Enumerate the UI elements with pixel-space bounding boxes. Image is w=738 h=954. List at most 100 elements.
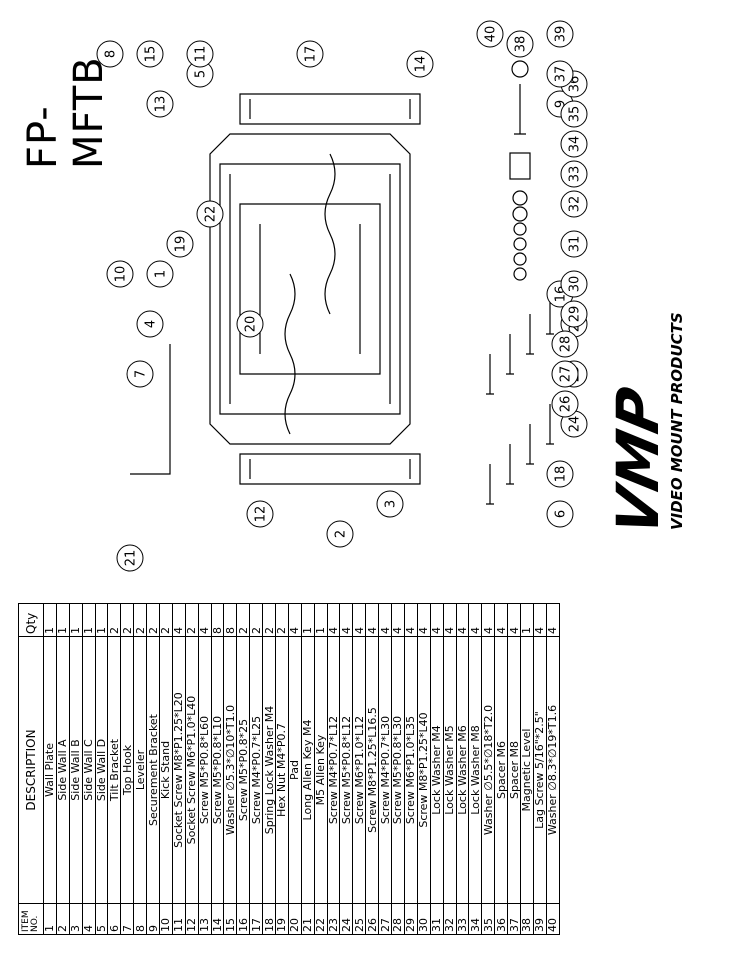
header-item-no: ITEM NO. (18, 903, 44, 935)
item-number: 39 (533, 903, 546, 935)
item-description: Lag Screw 5/16"*2.5" (533, 636, 546, 904)
item-description: Lock Washer M5 (443, 636, 456, 904)
balloon-circle (136, 310, 164, 338)
balloon-circle (560, 190, 588, 218)
item-description: Screw M4*P0.7*L25 (250, 636, 263, 904)
item-description: Tilt Bracket (108, 636, 121, 904)
balloon-label: 7 (134, 370, 149, 378)
item-description: Screw M6*P1.0*L35 (404, 636, 417, 904)
item-number: 32 (443, 903, 456, 935)
item-qty: 1 (520, 603, 533, 637)
balloon-circle (546, 20, 574, 48)
balloon-label: 19 (174, 236, 189, 253)
hardware-screws (486, 60, 554, 505)
item-description: M5 Allen Key (314, 636, 327, 904)
item-number: 10 (159, 903, 172, 935)
balloon-label: 39 (554, 26, 569, 43)
balloon-circle (560, 270, 588, 298)
balloon-circle (406, 50, 434, 78)
balloon-label: 3 (384, 500, 399, 508)
balloon-circle (186, 40, 214, 68)
item-description: Hex Nut M4*P0.7 (275, 636, 288, 904)
item-number: 35 (482, 903, 495, 935)
item-number: 5 (95, 903, 108, 935)
item-number: 14 (211, 903, 224, 935)
item-number: 9 (147, 903, 160, 935)
item-number: 33 (456, 903, 469, 935)
item-qty: 1 (95, 603, 108, 637)
item-description: Screw M5*P0.8*25 (237, 636, 250, 904)
item-description: Wall Plate (43, 636, 56, 904)
item-number: 30 (417, 903, 430, 935)
allen-key (130, 344, 171, 475)
item-qty: 4 (495, 603, 508, 637)
item-qty: 4 (443, 603, 456, 637)
balloon-label: 20 (244, 316, 259, 333)
item-description: Screw M4*P0.7*L12 (327, 636, 340, 904)
item-description: Lock Washer M6 (456, 636, 469, 904)
balloon-label: 33 (568, 166, 583, 183)
table-header-row: ITEM NO. DESCRIPTION Qty (18, 603, 44, 935)
item-number: 4 (82, 903, 95, 935)
item-qty: 1 (56, 603, 69, 637)
balloon-circle (166, 230, 194, 258)
balloon-circle (476, 20, 504, 48)
item-description: Screw M5*P0.8*L10 (211, 636, 224, 904)
item-description: Long Allen Key M4 (301, 636, 314, 904)
item-description: Side Wall B (69, 636, 82, 904)
item-number: 31 (430, 903, 443, 935)
item-number: 20 (288, 903, 301, 935)
item-description: Screw M5*P0.8*L30 (391, 636, 404, 904)
item-description: Screw M8*P1.25*L40 (417, 636, 430, 904)
item-qty: 1 (301, 603, 314, 637)
item-qty: 4 (391, 603, 404, 637)
item-balloons: 1234567891011121314151617181920212223242… (96, 20, 588, 572)
balloon-label: 9 (554, 100, 569, 108)
balloon-label: 29 (568, 306, 583, 323)
balloon-circle (326, 520, 354, 548)
item-number: 15 (224, 903, 237, 935)
item-qty: 2 (275, 603, 288, 637)
balloon-label: 6 (554, 510, 569, 518)
item-description: Screw M5*P0.8*L12 (340, 636, 353, 904)
item-qty: 2 (134, 603, 147, 637)
item-qty: 4 (327, 603, 340, 637)
svg-text:VMP: VMP (605, 382, 672, 534)
item-qty: 2 (108, 603, 121, 637)
item-description: Top Hook (121, 636, 134, 904)
item-number: 38 (520, 903, 533, 935)
balloon-circle (96, 40, 124, 68)
balloon-label: 24 (568, 416, 583, 433)
balloon-circle (551, 360, 579, 388)
item-number: 25 (353, 903, 366, 935)
balloon-label: 1 (154, 270, 169, 278)
balloon-circle (506, 30, 534, 58)
item-qty: 4 (533, 603, 546, 637)
item-description: Side Wall D (95, 636, 108, 904)
item-qty: 2 (147, 603, 160, 637)
item-number: 6 (108, 903, 121, 935)
item-qty: 4 (366, 603, 379, 637)
item-number: 22 (314, 903, 327, 935)
item-number: 23 (327, 903, 340, 935)
item-number: 26 (366, 903, 379, 935)
item-description: Washer ∅8.3*∅19*T1.6 (546, 636, 559, 904)
balloon-label: 12 (254, 506, 269, 523)
item-description: Washer ∅5.5*∅18*T2.0 (482, 636, 495, 904)
item-qty: 4 (288, 603, 301, 637)
header-qty: Qty (18, 603, 44, 637)
balloon-circle (560, 300, 588, 328)
